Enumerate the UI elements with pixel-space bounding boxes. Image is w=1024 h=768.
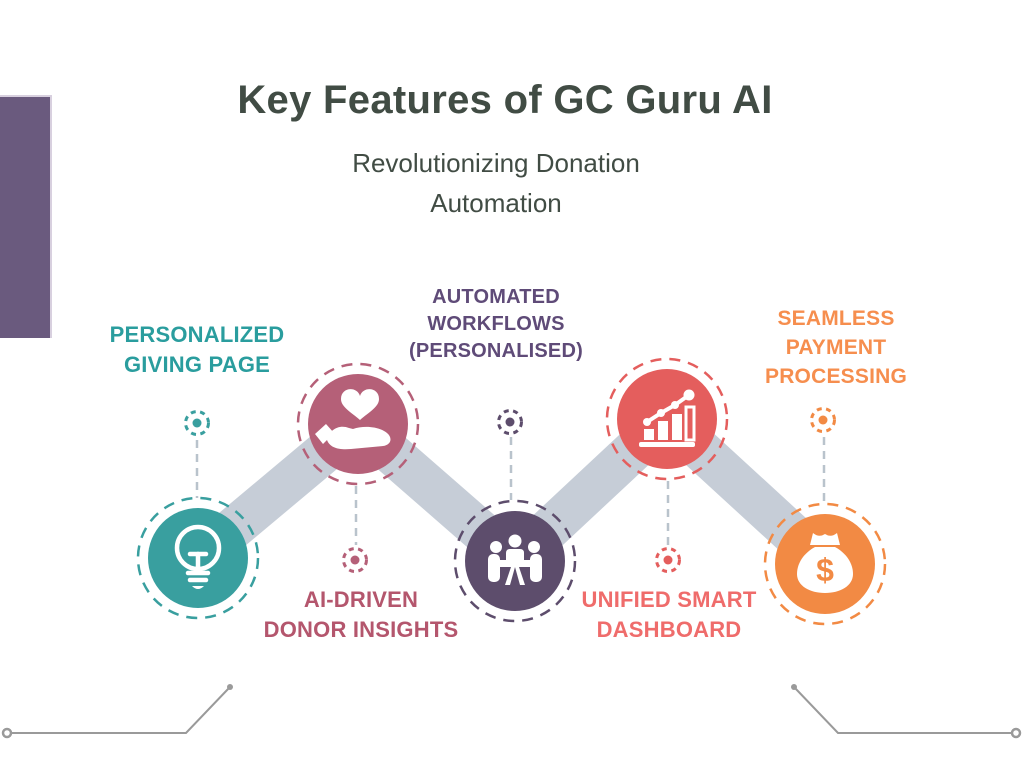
- dot-endpoint: [791, 684, 797, 690]
- corner-line-right-path: [794, 687, 1012, 734]
- node-circle: [617, 369, 717, 469]
- node-circle: [308, 374, 408, 474]
- node-dashed-ring: [605, 357, 729, 481]
- dot-ring: [342, 547, 368, 573]
- feature-node-workflows: [453, 499, 577, 623]
- feature-label-payment: SEAMLESS PAYMENT PROCESSING: [764, 307, 908, 388]
- page-subtitle: Revolutionizing Donation Automation: [352, 148, 640, 218]
- dot-marker-personalized: [184, 410, 210, 436]
- page-title: Key Features of GC Guru AI: [237, 78, 773, 122]
- dot-ring: [184, 410, 210, 436]
- dot-marker-donor-insights: [342, 547, 368, 573]
- feature-node-dashboard: [605, 357, 729, 481]
- dollar-sign: $: [816, 552, 834, 588]
- feature-label-personalized: PERSONALIZED GIVING PAGE: [109, 322, 285, 377]
- dot-marker-payment: [810, 407, 836, 433]
- feature-label-dashboard: UNIFIED SMART DASHBOARD: [581, 587, 757, 642]
- corner-line-left-path: [12, 687, 230, 734]
- corner-line-right: [791, 684, 1022, 739]
- node-dashed-ring: [296, 362, 420, 486]
- node-dashed-ring: [453, 499, 577, 623]
- dot-pip: [350, 555, 360, 565]
- corner-line-left: [1, 684, 233, 739]
- node-dashed-ring: [763, 502, 887, 626]
- feature-node-payment: $: [763, 502, 887, 626]
- dot-pip: [505, 417, 515, 427]
- dot-pip: [192, 418, 202, 428]
- dot-pip: [663, 555, 673, 565]
- money-bag-icon: $: [797, 533, 853, 593]
- lightbulb-icon: [174, 524, 222, 589]
- dot-ring: [810, 407, 836, 433]
- dashed-connectors: [195, 437, 826, 545]
- open-circle-endpoint: [1, 727, 13, 739]
- dot-ring: [655, 547, 681, 573]
- heart-in-hand-icon: [315, 389, 391, 450]
- feature-node-donor-insights: [296, 362, 420, 486]
- dot-marker-dashboard: [655, 547, 681, 573]
- open-circle-endpoint: [1010, 727, 1022, 739]
- feature-label-workflows: AUTOMATED WORKFLOWS (PERSONALISED): [409, 286, 583, 362]
- node-dashed-ring: [136, 496, 260, 620]
- dot-pip: [818, 415, 828, 425]
- dot-ring: [497, 409, 523, 435]
- feature-label-donor-insights: AI-DRIVEN DONOR INSIGHTS: [263, 587, 459, 642]
- dot-endpoint: [227, 684, 233, 690]
- dot-marker-workflows: [497, 409, 523, 435]
- accent-bar: [0, 95, 52, 338]
- bar-chart-icon: [639, 389, 696, 447]
- meeting-table-icon: [488, 534, 542, 585]
- feature-node-personalized: [136, 496, 260, 620]
